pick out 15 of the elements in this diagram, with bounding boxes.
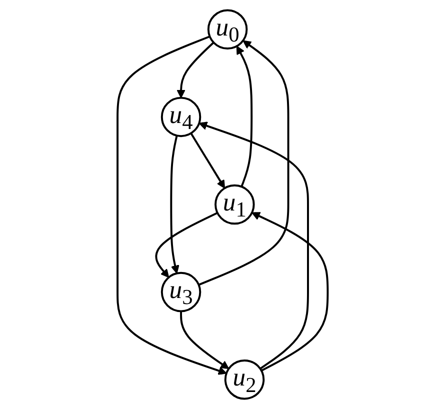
- node-circle: u$_{3}$: [161, 272, 202, 312]
- node-circle: u$_{0}$: [208, 9, 248, 50]
- arrow: [180, 311, 230, 370]
- arrow: [177, 42, 215, 98]
- arrow: [199, 122, 310, 370]
- node-circle: u$_{2}$: [224, 359, 265, 400]
- node-circle: u$_{4}$: [161, 96, 202, 138]
- arrow: [236, 46, 253, 188]
- arrow: [198, 40, 290, 286]
- arrow: [252, 212, 330, 372]
- arrow: [190, 132, 226, 189]
- arrow: [170, 135, 180, 274]
- arrow: [156, 212, 218, 278]
- node-circle: u$_{1}$: [214, 184, 256, 225]
- arrow: [116, 36, 228, 375]
